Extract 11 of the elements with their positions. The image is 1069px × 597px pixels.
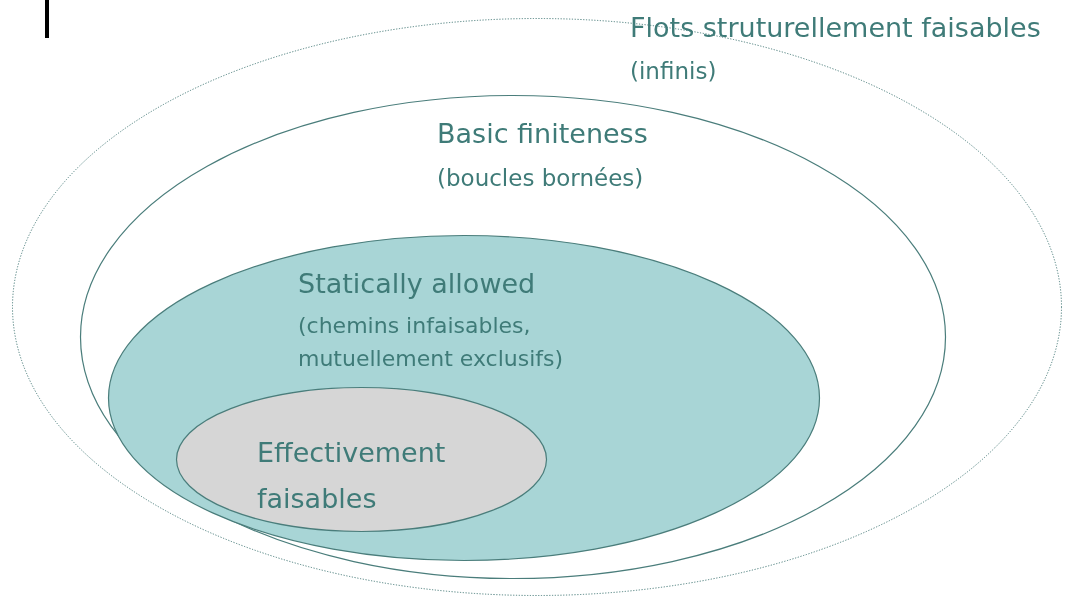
set-heading: Basic finiteness <box>437 118 648 151</box>
set-ellipse <box>108 235 820 561</box>
set-ellipse <box>80 95 946 579</box>
set-description: (chemins infaisables, mutuellement exclusifs) <box>298 312 565 373</box>
set-heading: Effectivement faisables <box>257 436 447 516</box>
set-heading: Statically allowed <box>298 268 536 301</box>
set-ellipse <box>12 18 1062 596</box>
set-description: (boucles bornées) <box>437 165 644 193</box>
set-description: (infinis) <box>630 58 717 86</box>
set-heading: Flots struturellement faisables <box>630 12 1041 45</box>
set-ellipse <box>176 387 547 532</box>
